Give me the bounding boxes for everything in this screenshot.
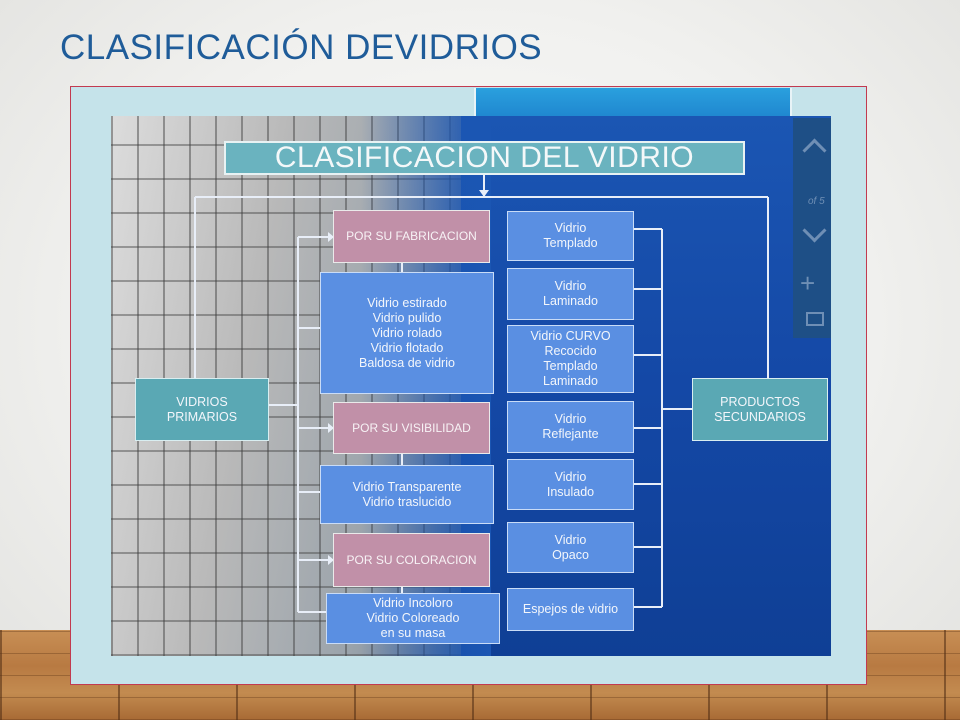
plus-icon[interactable]: + [800, 268, 816, 298]
arrow-head [328, 423, 334, 433]
product-box: Vidrio Insulado [507, 459, 634, 510]
viewer-top-strip [474, 88, 792, 118]
arrow-head [328, 232, 334, 242]
slide-title: CLASIFICACIÓN DEVIDRIOS [60, 28, 543, 67]
primary-glass-box: VIDRIOS PRIMARIOS [135, 378, 269, 441]
product-box: Espejos de vidrio [507, 588, 634, 631]
product-box: Vidrio CURVO Recocido Templado Laminado [507, 325, 634, 393]
coloration-items-box: Vidrio Incoloro Vidrio Coloreado en su m… [326, 593, 500, 644]
product-box: Vidrio Templado [507, 211, 634, 261]
viewer-nav-panel [793, 118, 831, 338]
criterion-visibility-box: POR SU VISIBILIDAD [333, 402, 490, 454]
criterion-manufacturing-box: POR SU FABRICACION [333, 210, 490, 263]
visibility-items-box: Vidrio Transparente Vidrio traslucido [320, 465, 494, 524]
diagram-title: CLASIFICACION DEL VIDRIO [224, 141, 745, 175]
secondary-products-box: PRODUCTOS SECUNDARIOS [692, 378, 828, 441]
arrow-head [479, 190, 489, 197]
manufacturing-items-box: Vidrio estirado Vidrio pulido Vidrio rol… [320, 272, 494, 394]
product-box: Vidrio Laminado [507, 268, 634, 320]
page-indicator: of 5 [808, 196, 825, 207]
criterion-coloration-box: POR SU COLORACION [333, 533, 490, 587]
product-box: Vidrio Reflejante [507, 401, 634, 453]
fit-page-icon[interactable] [806, 312, 824, 326]
product-box: Vidrio Opaco [507, 522, 634, 573]
arrow-head [328, 555, 334, 565]
